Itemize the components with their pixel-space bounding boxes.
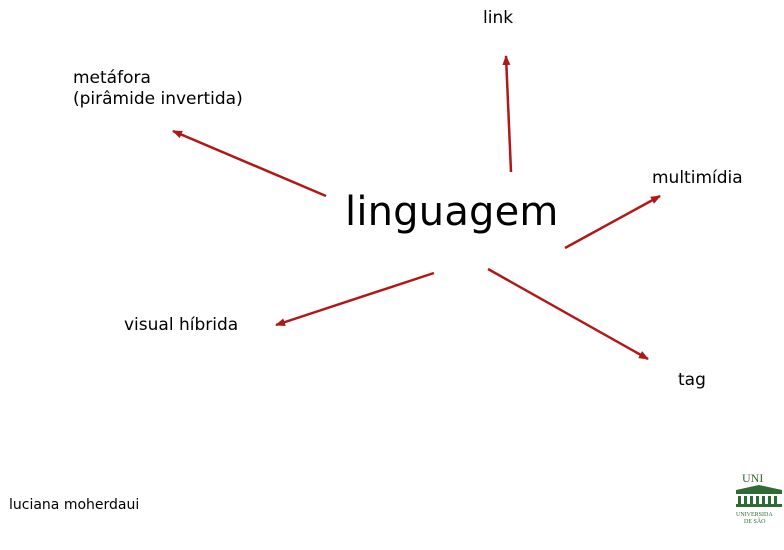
central-concept: linguagem xyxy=(345,189,559,235)
arrow-to-link xyxy=(502,55,513,173)
logo-building-base xyxy=(736,504,782,507)
logo-text-line1: UNIVERSIDA xyxy=(736,512,773,518)
node-metafora: metáfora (pirâmide invertida) xyxy=(73,68,243,110)
author-credit: luciana moherdaui xyxy=(9,497,140,513)
logo-column xyxy=(774,496,777,504)
logo-column xyxy=(768,496,771,504)
node-visual-hibrida: visual híbrida xyxy=(124,315,239,335)
logo-column xyxy=(738,496,741,504)
arrow-to-multimidia xyxy=(564,194,661,250)
node-tag: tag xyxy=(678,370,706,390)
arrow-to-metafora xyxy=(172,129,327,198)
node-link: link xyxy=(483,8,514,28)
node-multimidia: multimídia xyxy=(652,168,743,188)
logo-text-top: UNI xyxy=(742,471,763,485)
node-metafora-line1: metáfora xyxy=(73,68,151,88)
arrow-to-tag xyxy=(487,267,649,361)
logo-column xyxy=(750,496,753,504)
university-logo: UNI UNIVERSIDA DE SÃO xyxy=(736,471,782,525)
node-metafora-line2: (pirâmide invertida) xyxy=(73,89,243,109)
logo-building-top xyxy=(736,490,782,494)
logo-text-line2: DE SÃO xyxy=(744,517,766,525)
logo-column xyxy=(744,496,747,504)
logo-column xyxy=(756,496,759,504)
logo-building-roof xyxy=(736,485,782,490)
arrow-to-visual-hibrida xyxy=(275,271,435,327)
logo-column xyxy=(762,496,765,504)
